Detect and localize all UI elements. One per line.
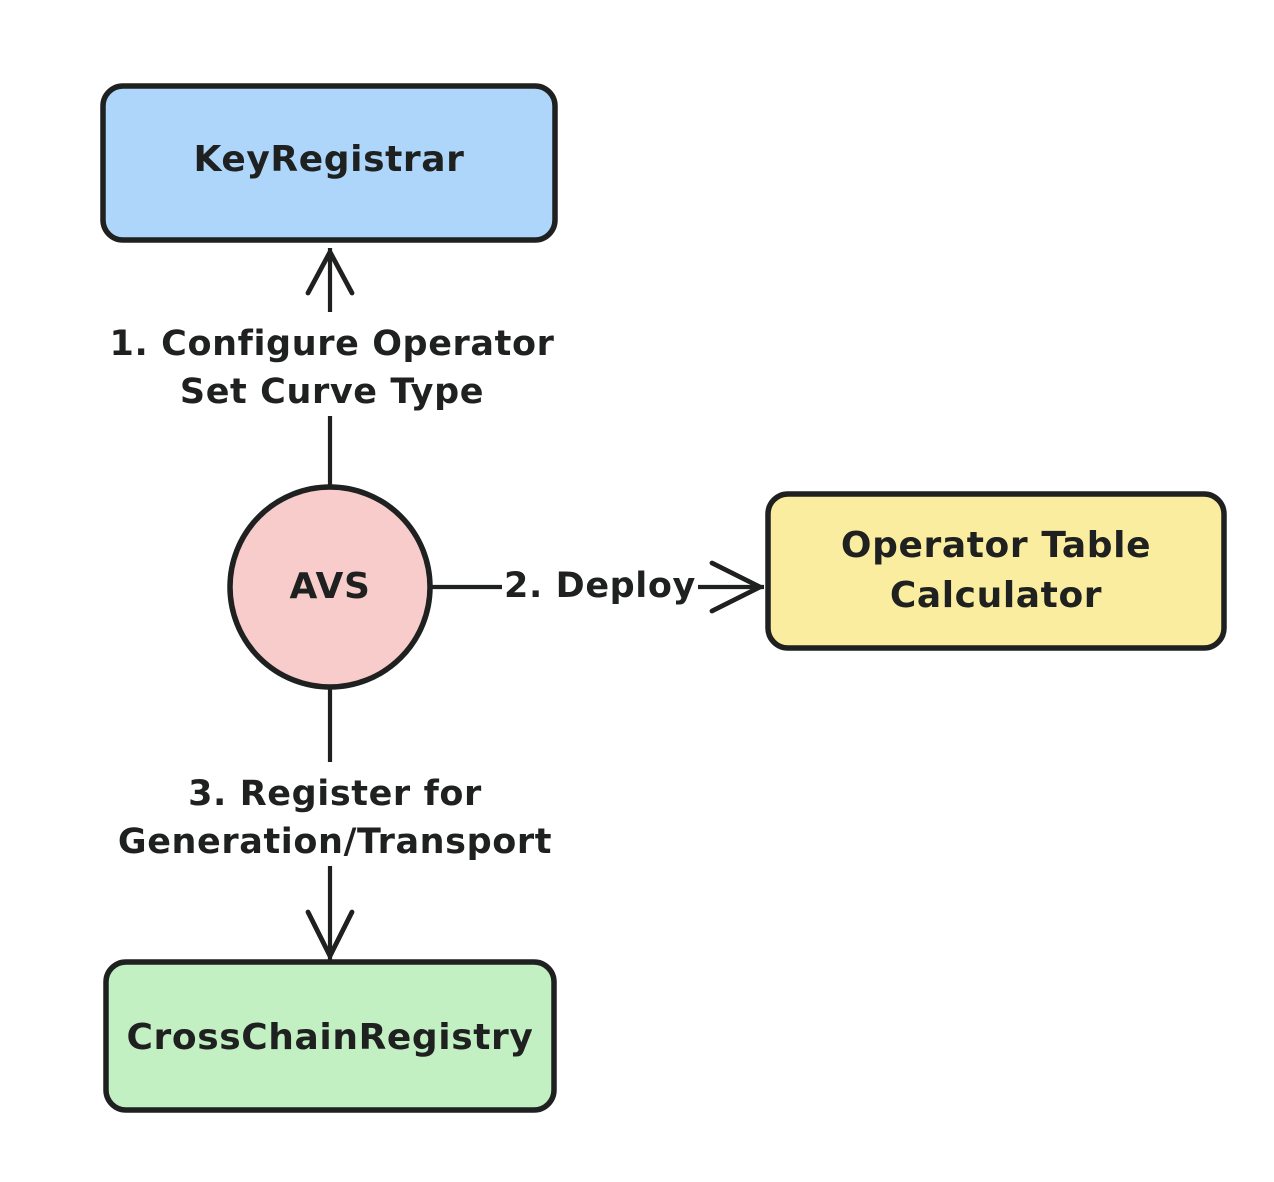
edge-label-3-line1: 3. Register for: [188, 774, 482, 814]
edge-label-1-line1: 1. Configure Operator: [110, 324, 555, 364]
node-avs-shape[interactable]: [227, 484, 433, 690]
edge-label-register-for-generation-transport: 3. Register for Generation/Transport: [108, 762, 562, 866]
node-crosschainregistry-label: CrossChainRegistry: [127, 1017, 534, 1058]
edge-label-configure-operator-set-curve-type: 1. Configure Operator Set Curve Type: [110, 312, 555, 416]
edge-label-2-line1: 2. Deploy: [504, 566, 696, 606]
edge-label-1-line2: Set Curve Type: [180, 372, 484, 412]
node-avs[interactable]: AVS: [227, 484, 433, 690]
arrowhead-down-icon: [305, 909, 355, 959]
node-operator-table-calculator-label-line1: Operator Table: [841, 525, 1151, 566]
node-operator-table-calculator-shape[interactable]: [765, 491, 1227, 651]
edge-label-3-backdrop: [108, 762, 562, 866]
node-operator-table-calculator-label-line2: Calculator: [890, 575, 1102, 616]
edge-label-deploy: 2. Deploy: [502, 556, 698, 618]
edge-label-2-backdrop: [502, 556, 698, 618]
node-keyregistrar-label: KeyRegistrar: [193, 139, 464, 180]
arrowhead-right-icon: [709, 560, 763, 614]
edge-label-1-backdrop: [113, 312, 553, 416]
node-keyregistrar-shape[interactable]: [100, 83, 558, 243]
node-operator-table-calculator[interactable]: Operator Table Calculator: [765, 491, 1227, 651]
edge-label-3-line2: Generation/Transport: [118, 822, 552, 862]
node-crosschainregistry-shape[interactable]: [103, 959, 557, 1113]
node-avs-label: AVS: [289, 566, 370, 607]
node-keyregistrar[interactable]: KeyRegistrar: [100, 83, 558, 243]
node-crosschainregistry[interactable]: CrossChainRegistry: [103, 959, 557, 1113]
arrowhead-up-icon: [305, 249, 355, 296]
